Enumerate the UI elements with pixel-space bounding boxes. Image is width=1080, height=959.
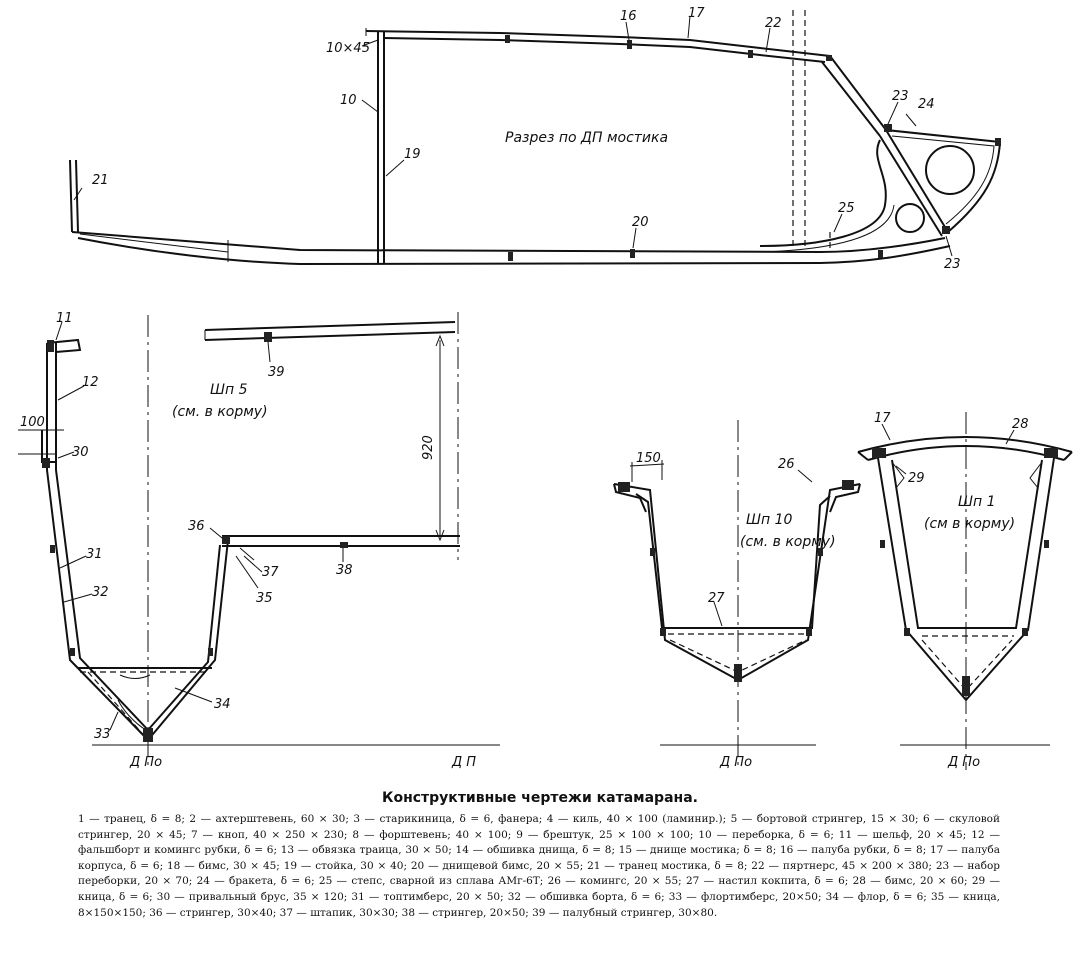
frame-1-section: Шп 1 (см в корму) Д По 17 28 29 (857, 411, 1073, 770)
label-23-top: 23 (892, 89, 909, 104)
label-34: 34 (214, 697, 231, 712)
dimension-100: 100 (20, 415, 45, 430)
frame10-title: Шп 10 (746, 512, 792, 528)
label-10x45: 10×45 (326, 41, 370, 56)
label-12: 12 (82, 375, 99, 390)
label-31: 31 (86, 547, 103, 562)
label-29: 29 (908, 471, 925, 486)
label-37: 37 (262, 565, 279, 580)
frame10-subtitle: (см. в корму) (740, 534, 836, 550)
label-36: 36 (188, 519, 205, 534)
frame5-dp: Д П (451, 755, 476, 770)
label-39: 39 (268, 365, 285, 380)
label-26: 26 (778, 457, 795, 472)
figure-caption: Конструктивные чертежи катамарана. (382, 790, 698, 806)
frame5-baseline: Д По (129, 755, 162, 770)
dimension-150: 150 (636, 451, 661, 466)
label-35: 35 (256, 591, 273, 606)
label-10: 10 (340, 93, 357, 108)
label-11: 11 (56, 311, 73, 326)
frame-10-section: Шп 10 (см. в корму) 150 Д По 26 27 (613, 420, 861, 770)
frame1-subtitle: (см в корму) (924, 516, 1015, 532)
frame-5-section: Шп 5 (см. в корму) 920 100 Д По Д П 11 1… (18, 311, 500, 770)
bridge-longitudinal-section: Разрез по ДП мостика 10×45 10 19 16 17 2… (69, 6, 1002, 272)
label-17: 17 (688, 6, 705, 21)
label-33: 33 (94, 727, 111, 742)
label-32: 32 (92, 585, 109, 600)
dimension-920: 920 (421, 435, 436, 460)
label-38: 38 (336, 563, 353, 578)
section-title: Разрез по ДП мостика (505, 130, 668, 146)
label-21: 21 (92, 173, 109, 188)
frame1-title: Шп 1 (958, 494, 995, 510)
label-20: 20 (632, 215, 649, 230)
frame5-subtitle: (см. в корму) (172, 404, 268, 420)
label-24: 24 (918, 97, 935, 112)
label-17-frame1: 17 (874, 411, 891, 426)
frame1-baseline: Д По (947, 755, 980, 770)
label-22: 22 (765, 16, 782, 31)
figure-legend: 1 — транец, δ = 8; 2 — ахтерштевень, 60 … (78, 813, 1000, 919)
label-25: 25 (838, 201, 855, 216)
label-18: 16 (620, 9, 637, 24)
label-23-bottom: 23 (944, 257, 961, 272)
label-28: 28 (1012, 417, 1029, 432)
frame10-baseline: Д По (719, 755, 752, 770)
construction-drawing: Разрез по ДП мостика 10×45 10 19 16 17 2… (18, 6, 1073, 770)
label-19: 19 (404, 147, 421, 162)
label-27: 27 (708, 591, 725, 606)
frame5-title: Шп 5 (210, 382, 248, 398)
label-30: 30 (72, 445, 89, 460)
